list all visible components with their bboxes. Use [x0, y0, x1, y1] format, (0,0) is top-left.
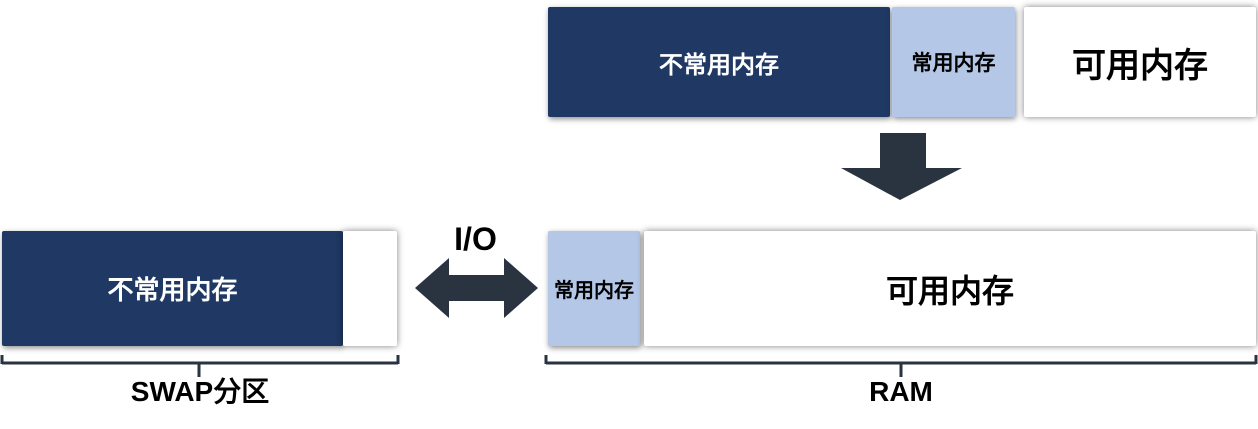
top-bar-infrequent-memory-segment: 不常用内存	[548, 7, 890, 117]
ram-bracket	[544, 355, 1258, 377]
swap-bar-free-segment	[343, 231, 397, 346]
segment-label: 可用内存	[885, 272, 1014, 309]
ram-caption: RAM	[869, 376, 933, 407]
left-right-arrow-icon	[415, 258, 538, 318]
ram-bar-frequent-memory-segment: 常用内存	[548, 231, 640, 346]
ram-bar-available-memory-segment: 可用内存	[644, 231, 1256, 346]
io-label: I/O	[454, 221, 497, 257]
segment-label: 不常用内存	[107, 275, 238, 305]
swap-bar-infrequent-memory-segment: 不常用内存	[2, 231, 343, 346]
down-arrow-icon	[841, 133, 962, 200]
top-bar-available-memory-segment: 可用内存	[1024, 7, 1256, 117]
segment-label: 可用内存	[1072, 46, 1208, 85]
segment-label: 常用内存	[911, 52, 996, 75]
top-bar-frequent-memory-segment: 常用内存	[892, 7, 1015, 117]
swap-bracket	[0, 355, 400, 377]
segment-label: 不常用内存	[659, 51, 779, 79]
segment-label: 常用内存	[554, 280, 634, 302]
swap-caption: SWAP分区	[130, 376, 270, 407]
